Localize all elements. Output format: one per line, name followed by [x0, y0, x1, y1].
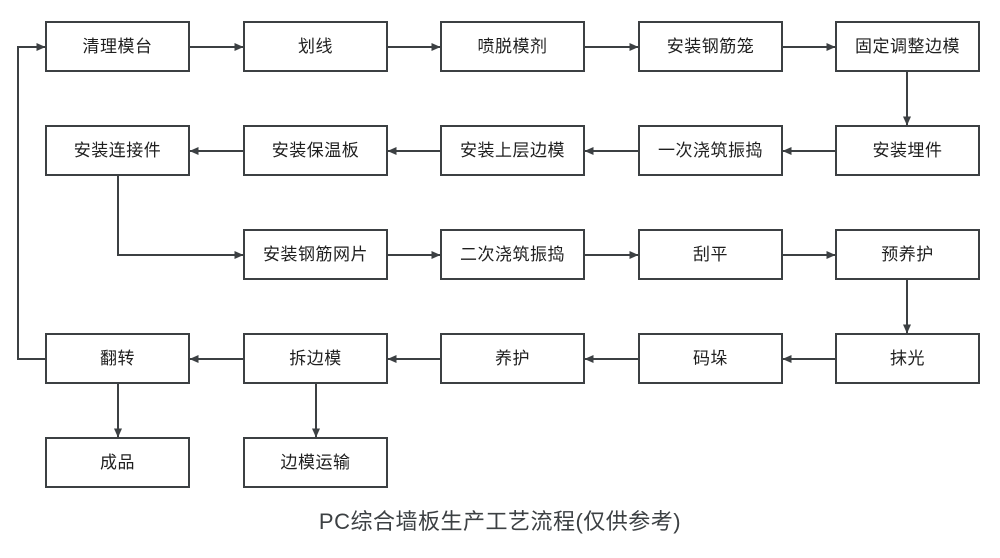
process-node-label: 划线 — [298, 37, 333, 56]
process-node-label: 二次浇筑振捣 — [460, 245, 565, 264]
process-node-n19[interactable]: 翻转 — [45, 333, 190, 384]
process-node-n12[interactable]: 二次浇筑振捣 — [440, 229, 585, 280]
process-node-label: 边模运输 — [280, 453, 351, 472]
process-node-label: 清理模台 — [82, 37, 153, 56]
process-node-n8[interactable]: 安装上层边模 — [440, 125, 585, 176]
process-node-n15[interactable]: 抹光 — [835, 333, 980, 384]
chart-title: PC综合墙板生产工艺流程(仅供参考) — [318, 509, 682, 534]
process-node-n6[interactable]: 安装埋件 — [835, 125, 980, 176]
process-node-label: 翻转 — [100, 349, 135, 368]
process-node-n3[interactable]: 喷脱模剂 — [440, 21, 585, 72]
process-node-label: 拆边模 — [289, 349, 342, 368]
process-node-label: 码垛 — [693, 349, 728, 368]
process-node-n7[interactable]: 一次浇筑振捣 — [638, 125, 783, 176]
process-node-label: 安装连接件 — [73, 141, 162, 160]
process-node-n11[interactable]: 安装钢筋网片 — [243, 229, 388, 280]
process-node-n16[interactable]: 码垛 — [638, 333, 783, 384]
process-node-label: 预养护 — [881, 245, 934, 264]
process-node-label: 养护 — [495, 349, 530, 368]
process-node-label: 安装上层边模 — [460, 141, 565, 160]
process-node-n5[interactable]: 固定调整边模 — [835, 21, 980, 72]
process-node-n20[interactable]: 成品 — [45, 437, 190, 488]
process-node-label: 成品 — [100, 453, 135, 472]
process-node-n21[interactable]: 边模运输 — [243, 437, 388, 488]
process-node-label: 安装保温板 — [271, 141, 360, 160]
process-node-n1[interactable]: 清理模台 — [45, 21, 190, 72]
process-node-n10[interactable]: 安装连接件 — [45, 125, 190, 176]
process-node-label: 喷脱模剂 — [477, 37, 548, 56]
process-node-n18[interactable]: 拆边模 — [243, 333, 388, 384]
process-node-n9[interactable]: 安装保温板 — [243, 125, 388, 176]
process-node-n17[interactable]: 养护 — [440, 333, 585, 384]
process-node-label: 刮平 — [693, 245, 728, 264]
process-node-n13[interactable]: 刮平 — [638, 229, 783, 280]
edge-n10-to-n11 — [117, 176, 244, 259]
process-node-label: 安装钢筋网片 — [263, 245, 368, 264]
process-node-n4[interactable]: 安装钢筋笼 — [638, 21, 783, 72]
process-node-label: 抹光 — [890, 349, 925, 368]
process-node-n2[interactable]: 划线 — [243, 21, 388, 72]
process-node-label: 一次浇筑振捣 — [658, 141, 763, 160]
edge-n19-to-n1 — [17, 43, 46, 360]
process-node-label: 固定调整边模 — [855, 37, 960, 56]
process-node-n14[interactable]: 预养护 — [835, 229, 980, 280]
process-node-label: 安装钢筋笼 — [666, 37, 755, 56]
process-node-label: 安装埋件 — [872, 141, 943, 160]
